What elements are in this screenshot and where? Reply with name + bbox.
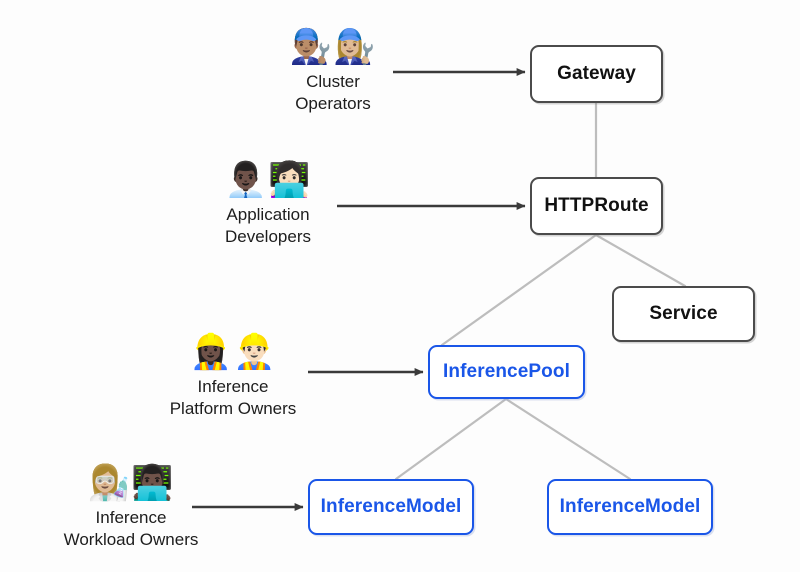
node-inferencemodel2[interactable]: InferenceModel: [547, 479, 713, 535]
node-service[interactable]: Service: [612, 286, 755, 342]
woman-construction-worker-icon+man-construction-worker-icon: 👷🏿‍♀️👷🏻‍♂️: [189, 333, 277, 371]
persona-label: Inference Platform Owners: [169, 377, 297, 418]
persona-application-developers: 👨🏿‍💼👩🏻‍💻 Application Developers: [163, 160, 373, 248]
persona-cluster-operators: 👨🏽‍🔧👩🏼‍🔧 Cluster Operators: [228, 27, 438, 115]
node-label: InferenceModel: [320, 496, 462, 517]
node-label: Gateway: [557, 63, 636, 84]
persona-label: Cluster Operators: [295, 72, 371, 113]
node-gateway[interactable]: Gateway: [530, 45, 663, 103]
persona-label: Inference Workload Owners: [63, 508, 199, 549]
persona-arrows: [192, 68, 526, 511]
node-label: InferencePool: [443, 361, 570, 382]
node-label: InferenceModel: [559, 496, 701, 517]
persona-inference-workload-owners: 👩🏼‍🔬👨🏿‍💻 Inference Workload Owners: [26, 463, 236, 551]
man-office-worker-icon+woman-technologist-icon: 👨🏿‍💼👩🏻‍💻: [224, 161, 312, 199]
node-httproute[interactable]: HTTPRoute: [530, 177, 663, 235]
node-label: HTTPRoute: [544, 195, 649, 216]
edge-inferencepool-inferencemodel1: [394, 397, 508, 481]
node-label: Service: [649, 303, 718, 324]
woman-scientist-icon+man-technologist-icon: 👩🏼‍🔬👨🏿‍💻: [87, 464, 175, 502]
man-mechanic-icon+woman-mechanic-icon: 👨🏽‍🔧👩🏼‍🔧: [289, 28, 377, 66]
edge-httproute-service: [594, 233, 687, 288]
node-inferencemodel1[interactable]: InferenceModel: [308, 479, 474, 535]
persona-label: Application Developers: [225, 205, 311, 246]
node-inferencepool[interactable]: InferencePool: [428, 345, 585, 399]
edge-inferencepool-inferencemodel2: [504, 397, 632, 481]
edge-httproute-inferencepool: [440, 233, 598, 347]
persona-inference-platform-owners: 👷🏿‍♀️👷🏻‍♂️ Inference Platform Owners: [128, 332, 338, 420]
